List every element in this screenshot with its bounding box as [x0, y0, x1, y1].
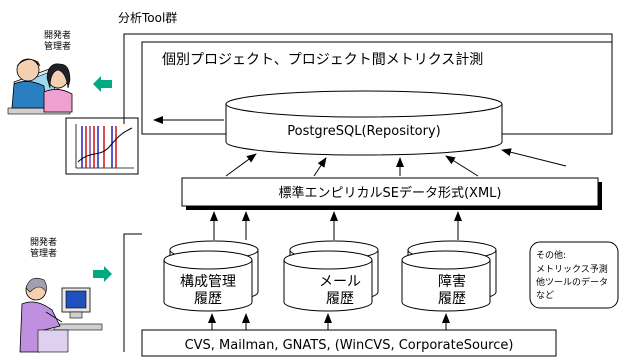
cylinder-config-history	[163, 240, 259, 312]
cylinder-config-label: 構成管理	[180, 274, 236, 290]
top-role-label: 開発者	[44, 29, 71, 41]
metrics-box-label: 個別プロジェクト、プロジェクト間メトリクス計測	[162, 52, 483, 68]
bottom-role-label-2: 管理者	[30, 247, 57, 259]
cylinder-mail-history	[283, 240, 379, 312]
format-box-label: 標準エンピリカルSEデータ形式(XML)	[279, 185, 502, 201]
format-box	[181, 177, 599, 207]
arrow-format-to-repo-4	[445, 155, 479, 177]
repository-cylinder	[225, 90, 503, 156]
bottom-group-bracket	[123, 233, 142, 352]
sources-box	[141, 329, 557, 357]
other-sources-line-4: など	[536, 290, 554, 301]
sources-label: CVS, Mailman, GNATS, (WinCVS, CorporateS…	[185, 338, 514, 353]
cylinder-bug-history	[401, 240, 497, 312]
other-sources-box	[529, 241, 619, 309]
chart-window	[65, 117, 139, 175]
tool-group-label: 分析Tool群	[118, 11, 177, 25]
green-arrow-left-top	[93, 76, 112, 92]
bottom-role-label: 開発者	[30, 236, 57, 248]
cylinder-mail-label-2: 履歴	[326, 291, 354, 307]
cylinder-bug-label: 障害	[438, 274, 466, 290]
other-sources-line-3: 他ツールのデータ	[536, 276, 608, 288]
developer-manager-illustration-bottom: 開発者 管理者	[19, 236, 103, 353]
other-sources-line-2: メトリックス予測	[536, 263, 608, 275]
arrow-format-to-repo-2	[313, 157, 327, 177]
arrow-format-to-repo-1	[225, 153, 257, 177]
cylinder-mail-label: メール	[319, 274, 361, 290]
arrow-other-to-repo	[501, 148, 567, 167]
repository-label: PostgreSQL(Repository)	[287, 124, 441, 139]
green-arrow-right-bottom	[93, 266, 112, 282]
other-sources-line-1: その他:	[536, 249, 566, 261]
cylinder-bug-label-2: 履歴	[438, 291, 466, 307]
cylinder-config-label-2: 履歴	[194, 291, 222, 307]
developer-manager-illustration-top: 開発者 管理者	[7, 29, 73, 115]
top-role-label-2: 管理者	[44, 40, 71, 52]
